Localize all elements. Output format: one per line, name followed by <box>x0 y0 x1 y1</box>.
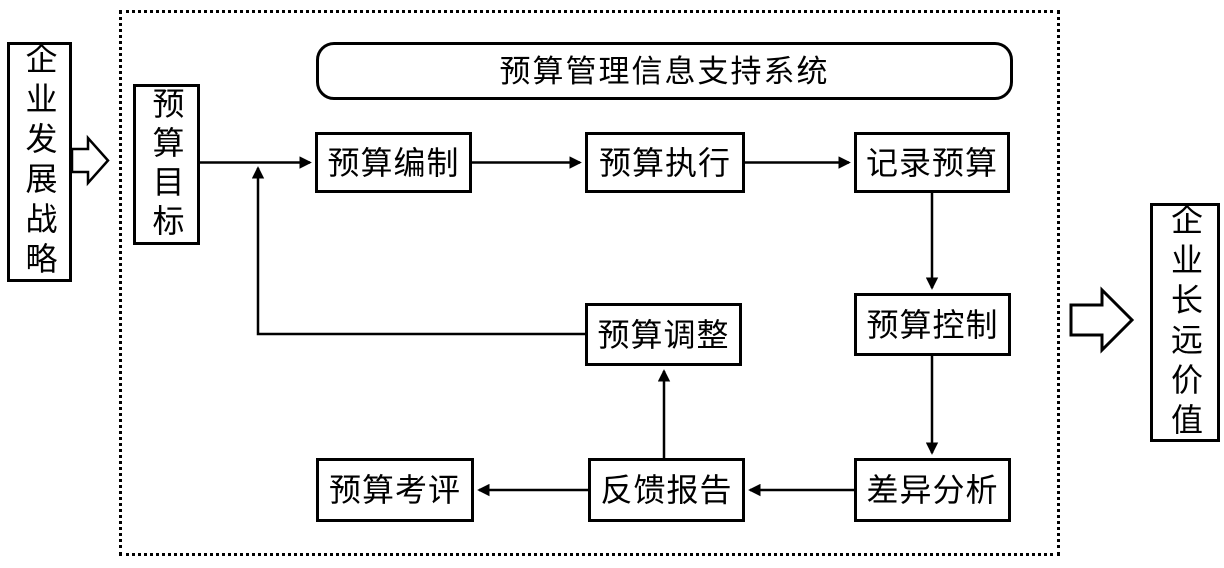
budget-evaluation-box: 预算考评 <box>316 458 474 522</box>
variance-analysis-box: 差异分析 <box>854 458 1011 522</box>
feedback-report-box: 反馈报告 <box>588 458 745 522</box>
enterprise-strategy-box: 企业发展战略 <box>7 42 72 282</box>
budget-control-box: 预算控制 <box>854 293 1011 356</box>
budget-target-box: 预算目标 <box>133 84 200 245</box>
block-arrow-strategy-to-system <box>70 134 110 187</box>
budget-recording-box: 记录预算 <box>854 132 1010 193</box>
enterprise-value-box: 企业长远价值 <box>1150 203 1220 443</box>
budget-preparation-box: 预算编制 <box>315 132 472 193</box>
system-title: 预算管理信息支持系统 <box>316 42 1013 100</box>
block-arrow-system-to-value <box>1069 286 1135 354</box>
budget-execution-box: 预算执行 <box>585 132 745 193</box>
budget-adjustment-box: 预算调整 <box>585 303 742 366</box>
system-boundary <box>119 10 1060 556</box>
